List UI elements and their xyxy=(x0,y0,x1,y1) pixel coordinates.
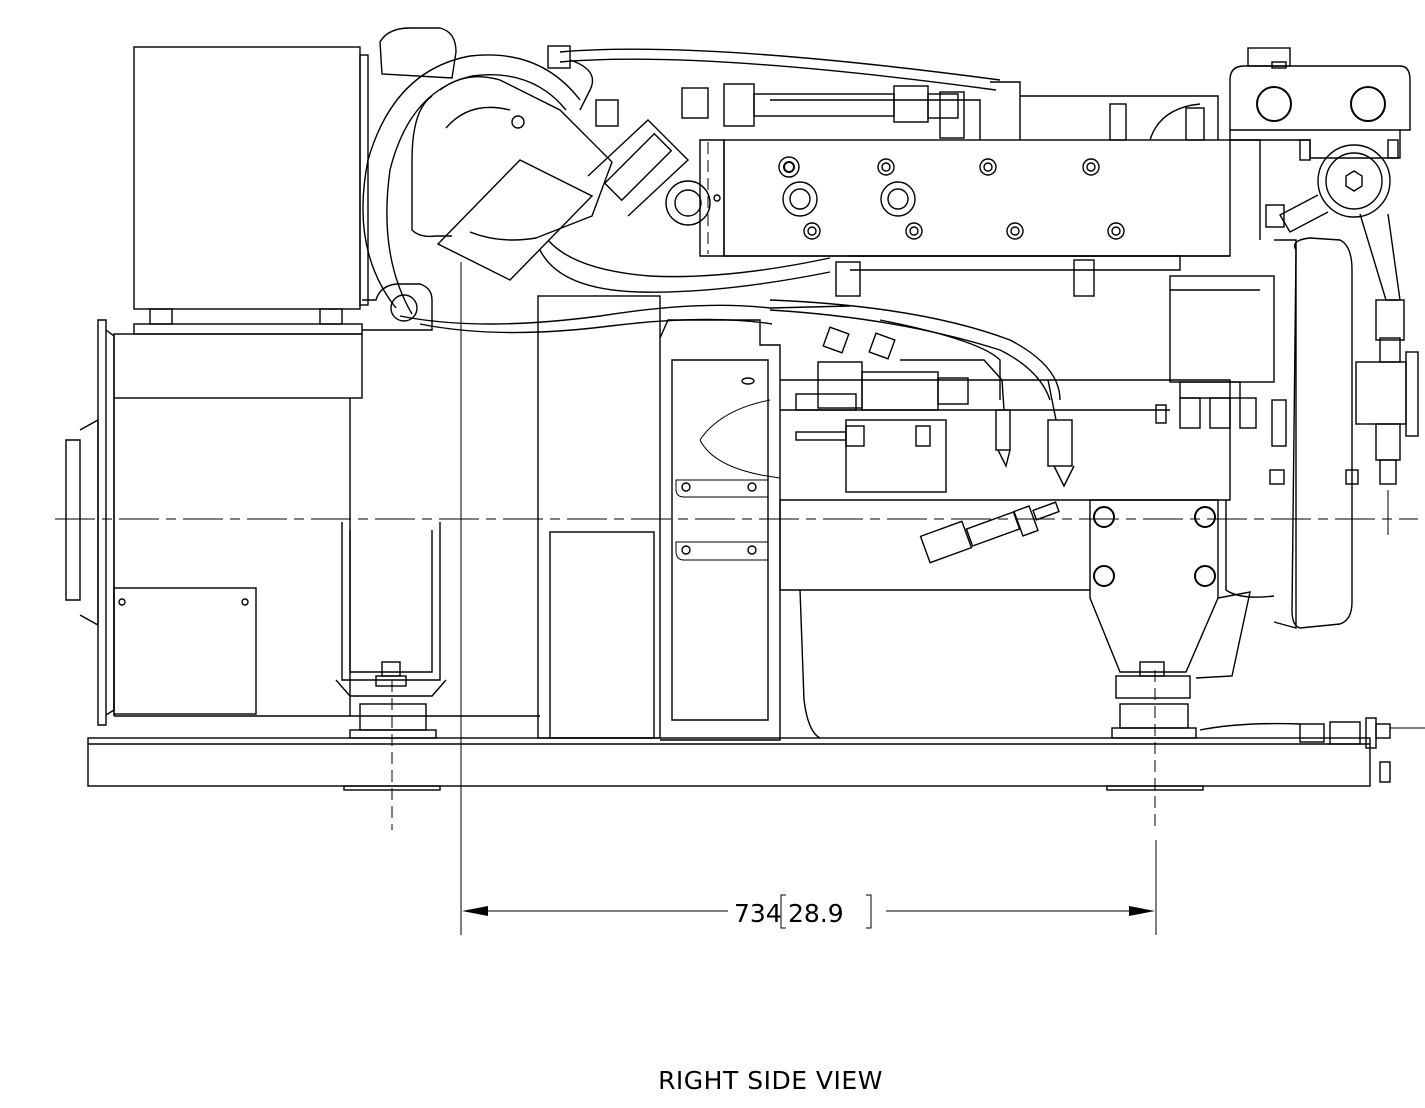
generator-housing xyxy=(65,283,540,726)
generator-control-box xyxy=(133,46,369,335)
engine-block xyxy=(699,379,1231,739)
crank-pulley xyxy=(1155,237,1359,629)
temp-sender xyxy=(1047,379,1075,488)
cylinder-head xyxy=(665,81,1231,257)
view-title: RIGHT SIDE VIEW xyxy=(658,1066,883,1095)
dimension-metric: 734 xyxy=(734,899,782,928)
rear-isolator-mount xyxy=(335,522,447,739)
oil-pressure-sender xyxy=(919,501,1060,564)
exhaust-elbow xyxy=(379,27,690,281)
exhaust-hose xyxy=(362,54,851,334)
fuel-filter xyxy=(1355,337,1419,485)
raw-water-pump xyxy=(1265,144,1405,341)
fuel-line-fittings xyxy=(547,45,1001,127)
dimension-imperial: 28.9 xyxy=(788,899,844,928)
dimension-734: 734 28.9 xyxy=(460,262,1157,935)
starter-motor xyxy=(795,326,1011,493)
heat-exchanger xyxy=(1229,47,1411,240)
bell-housing xyxy=(537,295,781,741)
front-isolator-mount xyxy=(1089,499,1251,739)
base-frame xyxy=(87,737,1371,791)
drain-fittings xyxy=(1199,717,1391,783)
centerlines xyxy=(55,490,1425,830)
hose-routing xyxy=(769,255,1181,401)
